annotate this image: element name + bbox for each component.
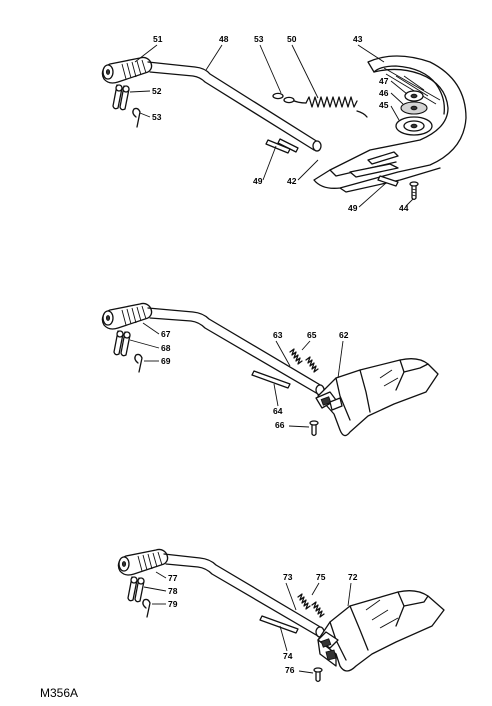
springs (289, 348, 319, 373)
callout-label: 53 (254, 34, 264, 44)
callout-label: 66 (275, 420, 285, 430)
spring (291, 96, 368, 118)
hub-stack (395, 90, 433, 136)
handle-grip (117, 548, 169, 576)
callout-label: 68 (161, 343, 171, 353)
callout-label: 73 (283, 572, 293, 582)
pin (251, 370, 291, 389)
callout-label: 75 (316, 572, 326, 582)
screw (309, 420, 319, 437)
callout-label: 42 (287, 176, 297, 186)
handle-grip (101, 56, 153, 84)
callout-label: 50 (287, 34, 297, 44)
callout-label: 53 (152, 112, 162, 122)
callout-label: 67 (161, 329, 171, 339)
diagram-code: M356A (40, 686, 78, 700)
callout-label: 79 (168, 599, 178, 609)
handle-rod (147, 61, 322, 152)
link (272, 92, 295, 104)
callout-label: 48 (219, 34, 229, 44)
callout-label: 52 (152, 86, 162, 96)
assembly-bottom: 77 78 79 73 75 72 74 76 (117, 548, 445, 683)
callout-label: 46 (379, 88, 389, 98)
clevis-pins (113, 330, 131, 357)
callout-label: 45 (379, 100, 389, 110)
callout-label: 78 (168, 586, 178, 596)
grass-guard (315, 358, 439, 437)
callout-label: 72 (348, 572, 358, 582)
r-clip (142, 598, 151, 618)
grass-guard (313, 55, 467, 193)
pivot-pin-right (377, 175, 399, 187)
callouts-middle: 67 68 69 63 65 62 64 66 (129, 322, 349, 430)
rod-pin (277, 138, 299, 153)
clevis-pins (127, 576, 145, 603)
grass-guard (317, 590, 445, 672)
callout-label: 43 (353, 34, 363, 44)
callout-label: 62 (339, 330, 349, 340)
assembly-top: 51 48 53 50 43 52 53 47 46 45 49 42 49 (101, 34, 467, 213)
callout-label: 76 (285, 665, 295, 675)
callout-label: 49 (253, 176, 263, 186)
callout-label: 77 (168, 573, 178, 583)
handle-rod (147, 307, 325, 396)
handle-rod (163, 553, 325, 638)
callout-label: 44 (399, 203, 409, 213)
callout-label: 51 (153, 34, 163, 44)
callout-label: 64 (273, 406, 283, 416)
pin (259, 615, 299, 634)
callout-label: 49 (348, 203, 358, 213)
screw (409, 181, 419, 201)
callout-label: 65 (307, 330, 317, 340)
callout-label: 69 (161, 356, 171, 366)
callout-label: 47 (379, 76, 389, 86)
callout-label: 74 (283, 651, 293, 661)
assembly-middle: 67 68 69 63 65 62 64 66 (101, 302, 439, 437)
callout-label: 63 (273, 330, 283, 340)
clevis-pins (112, 84, 130, 111)
callouts-top: 51 48 53 50 43 52 53 47 46 45 49 42 49 (129, 34, 414, 213)
screw (313, 667, 323, 683)
callouts-bottom: 77 78 79 73 75 72 74 76 (143, 571, 358, 675)
springs (297, 593, 325, 618)
pivot-pin-left (265, 139, 291, 154)
r-clip (132, 107, 141, 128)
handle-grip (101, 302, 153, 330)
r-clip (134, 353, 143, 373)
